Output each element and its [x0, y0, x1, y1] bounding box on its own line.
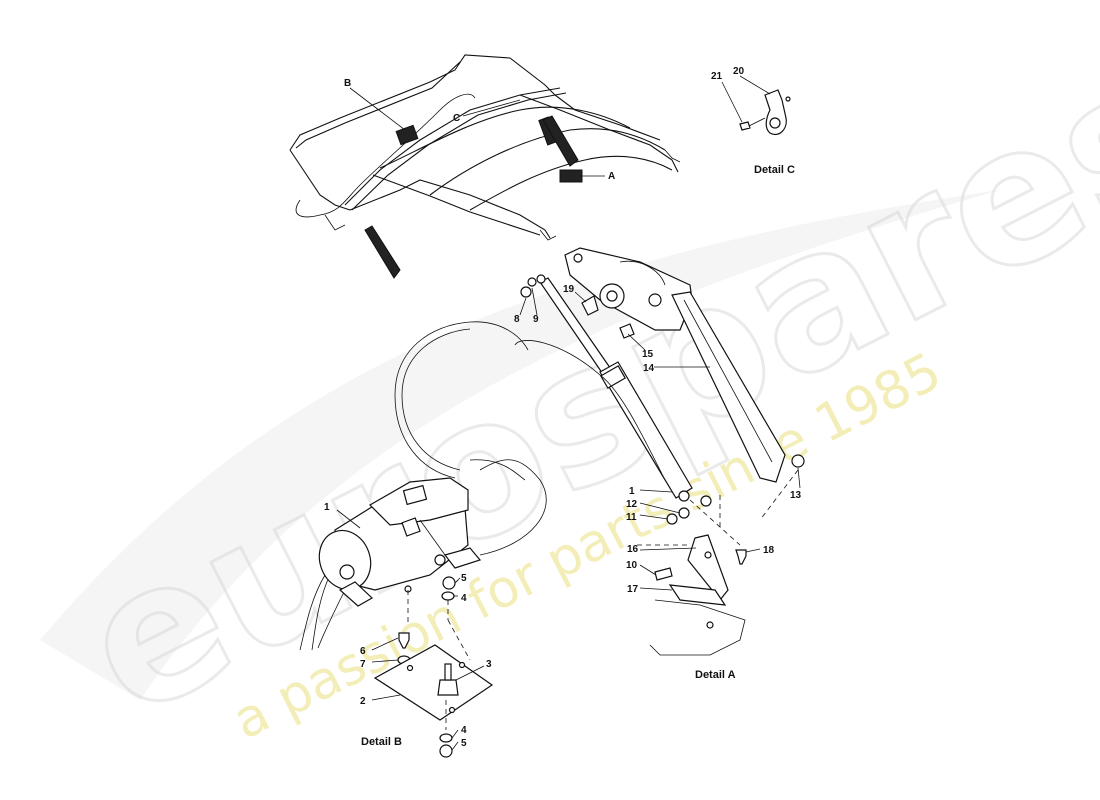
callout-1-detail-a: 1: [629, 486, 635, 497]
nut-8: [520, 286, 532, 298]
detail-c: 21 20 Detail C: [711, 66, 795, 176]
caption-detail-b: Detail B: [361, 736, 402, 748]
nut-5-top: [442, 576, 456, 590]
bracket-19: [581, 295, 599, 316]
callout-2: 2: [360, 696, 366, 707]
bolt-18: [735, 549, 747, 565]
callout-B: B: [344, 78, 351, 89]
bolt-6: [398, 632, 410, 649]
hydraulic-ram-right: [542, 115, 579, 167]
callout-5-bottom: 5: [461, 738, 467, 749]
callout-17: 17: [627, 584, 639, 595]
ram-cylinder: [599, 361, 693, 499]
callout-6: 6: [360, 646, 366, 657]
washer-11: [666, 513, 678, 525]
screw-21: [739, 121, 751, 131]
hydraulic-ram-left: [364, 225, 401, 279]
callout-8: 8: [514, 314, 520, 325]
callout-18: 18: [763, 545, 775, 556]
clip-hole: [769, 117, 781, 129]
roof-frame-assembly: B C A: [289, 54, 681, 279]
caption-detail-a: Detail A: [695, 669, 736, 681]
callout-C: C: [453, 113, 460, 124]
isolator-3: [437, 679, 459, 696]
mount-bracket-16: [687, 534, 729, 601]
callout-4-bottom: 4: [461, 725, 467, 736]
callout-12: 12: [626, 499, 638, 510]
callout-9: 9: [533, 314, 539, 325]
callout-20: 20: [733, 66, 745, 77]
watermark: eurospares a passion for parts since 198…: [40, 16, 1100, 762]
callout-14: 14: [643, 363, 655, 374]
callout-4-top: 4: [461, 593, 467, 604]
washer-12: [678, 507, 690, 519]
pad-17: [668, 584, 727, 606]
callout-10: 10: [626, 560, 638, 571]
detail-a: 8 9 19 15 14 13 1 12 11 16 18 10 17 Deta…: [514, 247, 805, 681]
callout-11: 11: [626, 512, 637, 523]
callout-A: A: [608, 171, 615, 182]
caption-detail-c: Detail C: [754, 164, 795, 176]
callout-16: 16: [627, 544, 639, 555]
callout-21: 21: [711, 71, 723, 82]
callout-1-detail-b: 1: [324, 502, 330, 513]
washer-4-bottom: [439, 733, 453, 743]
callout-3: 3: [486, 659, 492, 670]
bolt-10: [654, 567, 673, 581]
callout-15: 15: [642, 349, 654, 360]
callout-19: 19: [563, 284, 575, 295]
nut-13: [791, 454, 805, 468]
latch-a: [559, 169, 583, 183]
base-plate-2: [373, 644, 494, 721]
callout-5-top: 5: [461, 573, 467, 584]
washer-4-top: [441, 591, 455, 601]
callout-13: 13: [790, 490, 802, 501]
callout-7: 7: [360, 659, 366, 670]
detail-b: 1 5 4 6 7 3 2 4 5 Detail B: [299, 321, 547, 758]
nut-5-bottom: [439, 744, 453, 758]
washer-9: [527, 277, 537, 287]
latch-b: [395, 124, 419, 146]
bolt-15: [619, 323, 635, 339]
watermark-swoosh: [40, 190, 1000, 700]
